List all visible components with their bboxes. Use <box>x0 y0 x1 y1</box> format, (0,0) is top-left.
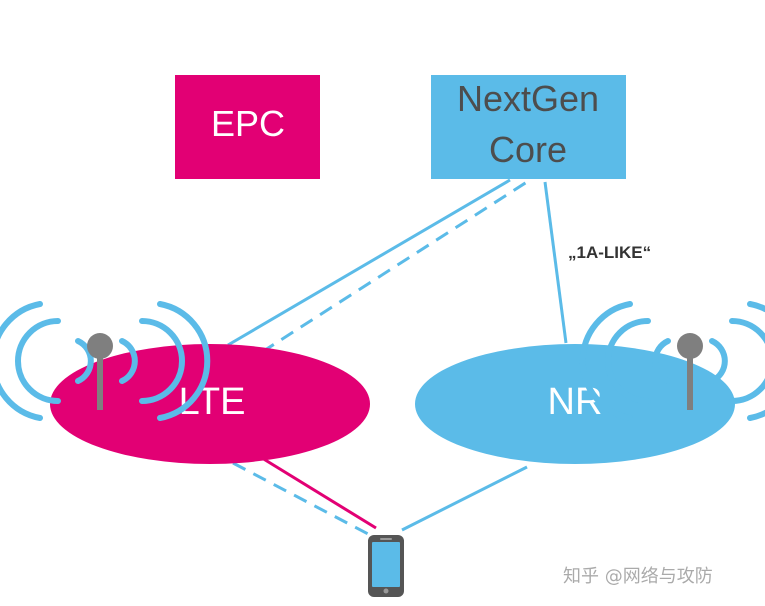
epc-label: EPC <box>211 103 285 144</box>
link-lte-device-dashed <box>232 461 371 537</box>
nr-antenna-icon <box>579 301 765 421</box>
smartphone-icon <box>368 535 404 597</box>
link-lte-device-solid <box>261 456 377 530</box>
connection-lines <box>227 178 568 537</box>
nextgen-core-label-line1: NextGen <box>457 78 599 119</box>
link-nr-device <box>401 465 528 532</box>
nr-cell: NR <box>415 344 735 464</box>
epc-box <box>175 75 320 179</box>
nextgen-core-node: NextGen Core <box>431 75 626 179</box>
link-lte-core-solid <box>227 178 511 347</box>
lte-antenna-icon <box>0 301 211 421</box>
nextgen-core-box <box>431 75 626 179</box>
epc-node: EPC <box>175 75 320 179</box>
nr-label: NR <box>548 381 603 423</box>
link-lte-core-dashed <box>261 178 531 354</box>
nr-ellipse <box>415 344 735 464</box>
nr-core-link-label: „1A-LIKE“ <box>568 243 651 262</box>
link-nr-core <box>543 181 568 344</box>
watermark-text: 知乎 @网络与攻防 <box>563 566 713 587</box>
nextgen-core-label-line2: Core <box>489 129 567 170</box>
